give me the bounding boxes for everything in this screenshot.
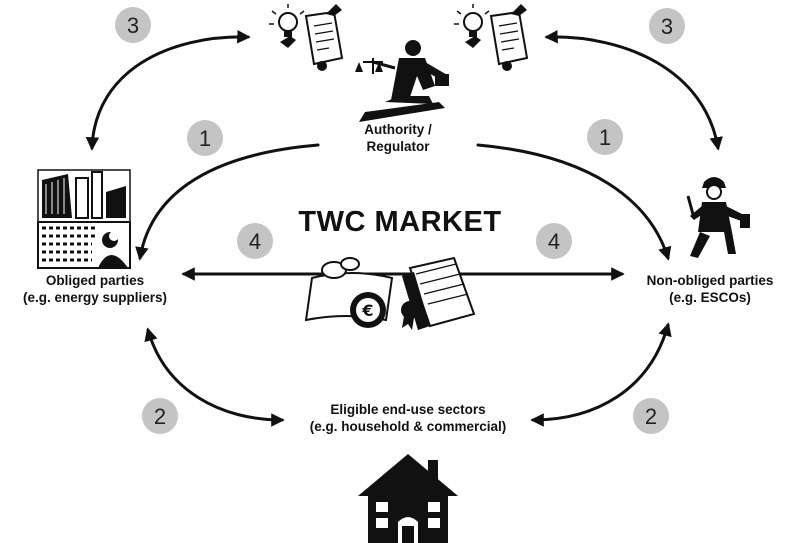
arrow-certificates-obliged — [85, 29, 251, 151]
obliged-parties-label-line1: Obliged parties — [45, 273, 145, 288]
badge-1-left-label: 1 — [199, 126, 211, 151]
non-obliged-parties-label-line1: Non-obliged parties — [646, 273, 774, 288]
authority-label-line2: Regulator — [366, 139, 430, 154]
badge-3-left: 3 — [115, 7, 151, 43]
badge-2-right-label: 2 — [645, 404, 657, 429]
non-obliged-parties-label-line2: (e.g. ESCOs) — [669, 290, 751, 305]
badge-2-left-label: 2 — [154, 404, 166, 429]
badge-4-right: 4 — [536, 223, 572, 259]
badge-3-right-label: 3 — [661, 14, 673, 39]
badge-3-right: 3 — [649, 8, 685, 44]
badge-3-left-label: 3 — [127, 13, 139, 38]
lightbulb-certificate-icon-right — [454, 4, 529, 71]
obliged-parties-label-line2: (e.g. energy suppliers) — [22, 290, 168, 305]
authority-label: Authority / Regulator — [328, 121, 468, 155]
house-icon — [358, 454, 458, 543]
power-plant-icon — [37, 169, 131, 269]
eligible-sectors-label-line1: Eligible end-use sectors — [330, 402, 486, 417]
eligible-sectors-label: Eligible end-use sectors (e.g. household… — [280, 401, 536, 435]
regulator-judge-icon — [355, 40, 449, 122]
lightbulb-certificate-icon — [269, 4, 344, 71]
badge-4-left: 4 — [237, 223, 273, 259]
authority-label-line1: Authority / — [364, 122, 432, 137]
svg-text:€: € — [361, 301, 373, 320]
arrow-authority-non-obliged — [476, 143, 672, 261]
arrow-authority-obliged — [135, 143, 320, 261]
flow-arrows — [85, 29, 723, 427]
badge-4-left-label: 4 — [249, 229, 261, 254]
eligible-sectors-label-line2: (e.g. household & commercial) — [309, 419, 507, 434]
worker-icon — [686, 177, 750, 258]
arrow-obliged-eligible — [144, 327, 285, 427]
badge-4-right-label: 4 — [548, 229, 560, 254]
arrow-non-obliged-eligible — [530, 322, 672, 427]
flow-badges: 3 3 1 1 4 4 2 2 — [115, 7, 685, 434]
arrow-certificates-non-obliged — [544, 29, 723, 151]
money-certificate-icon: € — [304, 256, 476, 330]
badge-1-left: 1 — [187, 120, 223, 156]
market-title: TWC MARKET — [298, 206, 502, 238]
badge-2-right: 2 — [633, 398, 669, 434]
obliged-parties-label: Obliged parties (e.g. energy suppliers) — [0, 272, 190, 306]
non-obliged-parties-label: Non-obliged parties (e.g. ESCOs) — [625, 272, 795, 306]
badge-1-right-label: 1 — [599, 125, 611, 150]
badge-1-right: 1 — [587, 119, 623, 155]
badge-2-left: 2 — [142, 398, 178, 434]
